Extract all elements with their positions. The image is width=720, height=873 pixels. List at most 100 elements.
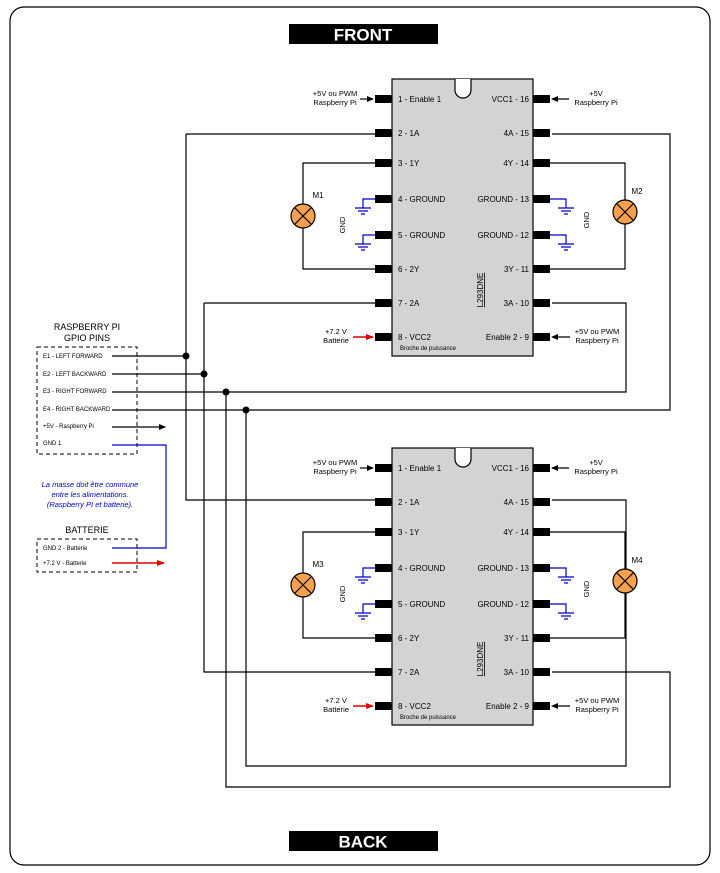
enable1-source-line2: Raspberry Pi: [313, 98, 357, 107]
chip-pin-right: [533, 129, 550, 137]
battery-pin-gnd: GND 2 - Batterie: [43, 546, 88, 552]
gpio-subtitle: GPIO PINS: [64, 333, 110, 343]
pin-label-right: GROUND - 13: [477, 195, 529, 204]
vcc1-source-line2: Raspberry Pi: [574, 98, 618, 107]
enable1-source-line1: +5V ou PWM: [313, 458, 357, 467]
motor-left: M3: [290, 560, 324, 598]
pin-label-right: 3Y - 11: [504, 265, 530, 274]
battery-block: BATTERIE GND 2 - Batterie +7.2 V - Batte…: [36, 525, 138, 573]
chip-name: L293DNE: [476, 273, 485, 308]
chip-body: [391, 447, 534, 726]
front-banner: FRONT: [289, 24, 438, 45]
pin-label-left: 5 - GROUND: [398, 231, 445, 240]
vcc1-source-line1: +5V: [589, 89, 603, 98]
pin-label-right: VCC1 - 16: [492, 464, 530, 473]
chip-pin-right: [533, 95, 550, 103]
gpio-pin-5v: +5V - Raspberry Pi: [43, 424, 94, 430]
pin-label-right: 4Y - 14: [503, 159, 529, 168]
gnd-label-left: GND: [338, 216, 347, 233]
pin-label-left: 2 - 1A: [398, 129, 420, 138]
vcc1-source-line2: Raspberry Pi: [574, 467, 618, 476]
vcc2-source-line2: Batterie: [323, 705, 349, 714]
chip-pin-right: [533, 299, 550, 307]
motor-right: M4: [612, 556, 643, 594]
pin-label-left: 6 - 2Y: [398, 265, 420, 274]
chip-pin-right: [533, 498, 550, 506]
chip-pin-right: [533, 668, 550, 676]
chip-pin-right: [533, 159, 550, 167]
note-line-1: La masse doit être commune: [42, 480, 139, 489]
power-wires: [112, 444, 167, 566]
motor-label: M1: [312, 191, 324, 200]
chip-notch: [454, 79, 472, 99]
chip-pin-left: [375, 95, 392, 103]
pin-label-left: 4 - GROUND: [398, 564, 445, 573]
gpio-box: [36, 346, 138, 455]
chip-pin-left: [375, 498, 392, 506]
back-label: BACK: [338, 833, 388, 852]
pin-label-right: 4A - 15: [504, 498, 530, 507]
chip-notch: [454, 448, 472, 468]
gpio-pin-e1: E1 - LEFT FORWARD: [43, 354, 103, 360]
pin-label-left: 5 - GROUND: [398, 600, 445, 609]
chip-pin-left: [375, 299, 392, 307]
pin-label-right: VCC1 - 16: [492, 95, 530, 104]
chip-pin-left: [375, 195, 392, 203]
back-banner: BACK: [289, 831, 438, 852]
motor-label: M2: [631, 187, 643, 196]
pin-label-left: 7 - 2A: [398, 668, 420, 677]
pin-label-right: Enable 2 - 9: [486, 702, 530, 711]
chip-pin-left: [375, 600, 392, 608]
enable1-source-line1: +5V ou PWM: [313, 89, 357, 98]
power-pin-label: Broche de puissance: [400, 346, 457, 352]
control-wires: [112, 133, 671, 788]
gpio-pin-gnd: GND 1: [43, 441, 62, 447]
pin-label-left: 4 - GROUND: [398, 195, 445, 204]
enable2-source-line2: Raspberry Pi: [575, 336, 619, 345]
chip-pin-right: [533, 702, 550, 710]
chip-pin-left: [375, 129, 392, 137]
motor-left: M1: [290, 191, 324, 229]
vcc2-source-line2: Batterie: [323, 336, 349, 345]
pin-label-right: GROUND - 13: [477, 564, 529, 573]
chip-pin-right: [533, 265, 550, 273]
chip-pin-right: [533, 333, 550, 341]
gpio-pin-e2: E2 - LEFT BACKWARD: [43, 372, 107, 378]
chip-pin-left: [375, 464, 392, 472]
gpio-title: RASPBERRY PI: [54, 322, 120, 332]
chip-pin-left: [375, 265, 392, 273]
chip-pin-right: [533, 528, 550, 536]
pin-label-right: 4A - 15: [504, 129, 530, 138]
chip-pin-right: [533, 195, 550, 203]
battery-pin-vcc: +7.2 V - Batterie: [43, 561, 87, 567]
common-ground-note: La masse doit être commune entre les ali…: [42, 480, 139, 509]
pin-label-left: 8 - VCC2: [398, 702, 431, 711]
gnd-label-right: GND: [582, 211, 591, 228]
note-line-3: (Raspberry PI et batterie).: [47, 500, 133, 509]
enable2-source-line1: +5V ou PWM: [575, 327, 619, 336]
motor-driver-1: L293DNE Broche de puissance 1 - Enable 1 VC…: [290, 78, 643, 357]
pin-label-right: 3A - 10: [504, 668, 530, 677]
pin-label-right: 3Y - 11: [504, 634, 530, 643]
power-pin-label: Broche de puissance: [400, 715, 457, 721]
note-line-2: entre les alimentations.: [51, 490, 128, 499]
gpio-block: RASPBERRY PI GPIO PINS E1 - LEFT FORWARD…: [36, 322, 138, 455]
pin-label-right: 3A - 10: [504, 299, 530, 308]
vcc1-source-line1: +5V: [589, 458, 603, 467]
pin-label-left: 1 - Enable 1: [398, 95, 442, 104]
chip-body: [391, 78, 534, 357]
enable2-source-line2: Raspberry Pi: [575, 705, 619, 714]
enable2-source-line1: +5V ou PWM: [575, 696, 619, 705]
pin-label-left: 1 - Enable 1: [398, 464, 442, 473]
vcc2-source-line1: +7.2 V: [325, 696, 347, 705]
pin-label-left: 3 - 1Y: [398, 528, 420, 537]
enable1-source-line2: Raspberry Pi: [313, 467, 357, 476]
battery-box: [36, 538, 138, 573]
chip-pin-left: [375, 634, 392, 642]
pin-label-right: 4Y - 14: [503, 528, 529, 537]
pin-label-right: GROUND - 12: [477, 231, 529, 240]
gnd-label-left: GND: [338, 585, 347, 602]
pin-label-right: GROUND - 12: [477, 600, 529, 609]
